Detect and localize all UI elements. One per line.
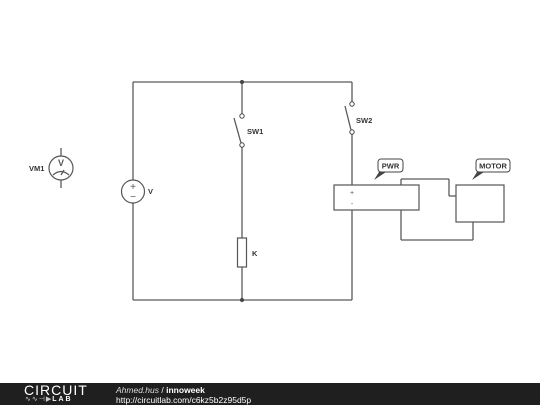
pwr-minus: - <box>351 201 354 208</box>
source-minus: − <box>130 192 136 203</box>
source-label: V <box>148 187 153 196</box>
sw2-label: SW2 <box>356 116 372 125</box>
switch-sw1[interactable] <box>233 113 245 148</box>
pwr-tag: PWR <box>374 158 404 180</box>
wires <box>132 81 474 301</box>
sw1-label: SW1 <box>247 127 263 136</box>
pwr-tag-label: PWR <box>382 162 400 171</box>
credit-separator: / <box>161 385 164 395</box>
motor-block[interactable] <box>455 184 505 223</box>
author-name[interactable]: Ahmed.hus <box>116 385 159 395</box>
voltage-source[interactable]: + − <box>120 179 146 204</box>
credit-line: Ahmed.hus / innoweek <box>116 385 205 395</box>
logo-squiggle-icon: ∿∿⊣▶ <box>25 396 53 403</box>
motor-tag-label: MOTOR <box>479 162 507 171</box>
footer-bar: CIRCUIT ∿∿⊣▶LAB Ahmed.hus / innoweek htt… <box>0 383 540 405</box>
circuitlab-logo-sub: ∿∿⊣▶LAB <box>25 396 73 404</box>
circuit-url[interactable]: http://circuitlab.com/c6kz5b2z95d5p <box>116 395 252 405</box>
source-plus: + <box>130 182 136 193</box>
voltmeter-vm1[interactable]: V <box>48 148 74 188</box>
logo-lab-text: LAB <box>52 396 73 403</box>
resistor-k[interactable] <box>236 237 248 268</box>
pwr-plus: + <box>350 190 354 197</box>
resistor-label: K <box>252 249 258 258</box>
circuit-schematic: V VM1 + − V SW1 <box>29 80 511 302</box>
circuitlab-logo[interactable]: CIRCUIT <box>24 382 88 398</box>
voltmeter-label: VM1 <box>29 164 44 173</box>
pwr-block[interactable]: + - <box>333 184 420 211</box>
junction-top <box>240 80 244 84</box>
motor-tag: MOTOR <box>472 158 511 180</box>
voltmeter-symbol: V <box>58 158 64 168</box>
circuit-title[interactable]: innoweek <box>166 385 205 395</box>
junction-bottom <box>240 298 244 302</box>
switch-sw2[interactable] <box>344 101 355 135</box>
